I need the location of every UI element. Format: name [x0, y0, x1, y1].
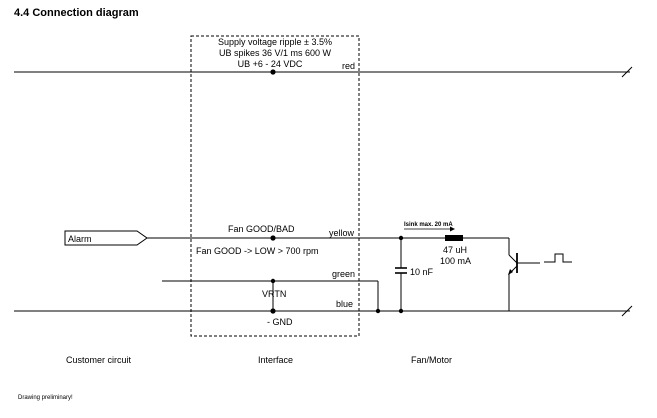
section-fan-motor: Fan/Motor: [411, 355, 452, 365]
wire-label-red: red: [342, 61, 355, 71]
pulse-signal-icon: [544, 253, 572, 263]
spikes-note: UB spikes 36 V/1 ms 600 W: [219, 48, 332, 58]
vrtn-label: VRTN: [262, 289, 286, 299]
interface-box: [190, 35, 360, 337]
fan-good-low-label: Fan GOOD -> LOW > 700 rpm: [196, 246, 319, 256]
supply-voltage-note: UB +6 - 24 VDC: [238, 59, 303, 69]
wire-label-yellow: yellow: [329, 228, 355, 238]
signal-node: [270, 235, 276, 241]
diagram-heading: 4.4 Connection diagram: [14, 7, 139, 19]
supply-line-break: [621, 66, 633, 78]
fan-good-bad-label: Fan GOOD/BAD: [228, 224, 295, 234]
wire-label-blue: blue: [336, 299, 353, 309]
ground-node: [270, 308, 276, 314]
section-interface: Interface: [258, 355, 293, 365]
alarm-input-flag: [64, 230, 148, 246]
supply-node: [270, 69, 276, 75]
transistor-emitter-arrow: [508, 269, 513, 275]
capacitor-label: 10 nF: [410, 267, 434, 277]
capacitor-node-bottom: [398, 308, 404, 314]
ground-line-break: [621, 305, 633, 317]
section-customer-circuit: Customer circuit: [66, 355, 132, 365]
isink-arrow-head: [450, 226, 455, 232]
wire-label-green: green: [332, 269, 355, 279]
inductor-value: 47 uH: [443, 245, 467, 255]
transistor-collector: [508, 254, 518, 264]
inductor: [445, 235, 463, 241]
inductor-current: 100 mA: [440, 256, 471, 266]
footnote: Drawing preliminary!: [18, 395, 73, 401]
gnd-label: - GND: [267, 317, 293, 327]
supply-ripple-note: Supply voltage ripple ± 3.5%: [218, 37, 332, 47]
isink-label: Isink max. 20 mA: [404, 222, 453, 228]
vrtn-top-node: [270, 278, 276, 284]
alarm-label: Alarm: [68, 234, 92, 244]
